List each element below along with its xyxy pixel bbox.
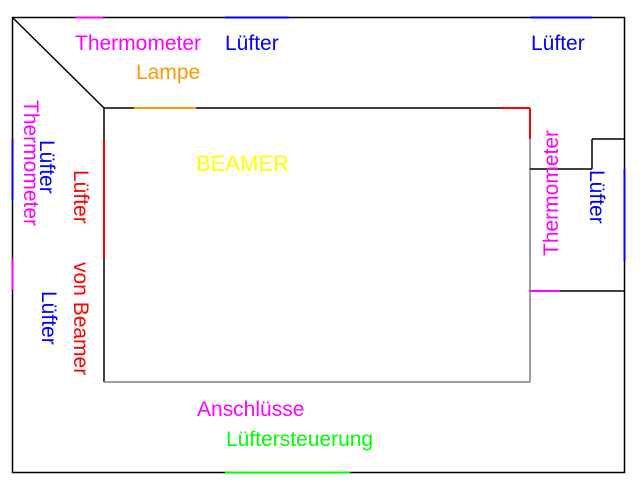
fan-label-left-upper: Lüfter <box>35 140 58 194</box>
fan-from-beamer-label-fan: Lüfter <box>69 170 92 224</box>
fan-label-right: Lüfter <box>585 170 608 224</box>
thermometer-label-left: Thermometer <box>19 100 42 226</box>
thermometer-label-top: Thermometer <box>75 32 201 55</box>
beamer-label: BEAMER <box>196 151 289 176</box>
fan-label-left-lower: Lüfter <box>37 291 60 345</box>
fan-label-top-right: Lüfter <box>531 32 585 55</box>
fan-from-beamer-label-rest: von Beamer <box>69 262 92 375</box>
thermometer-label-right: Thermometer <box>540 130 563 256</box>
lamp-label: Lampe <box>136 61 200 84</box>
fan-label-top-center: Lüfter <box>225 32 279 55</box>
fan-control-label: Lüftersteuerung <box>226 428 373 451</box>
diagonal-wall <box>12 17 105 109</box>
connections-label: Anschlüsse <box>197 398 304 421</box>
